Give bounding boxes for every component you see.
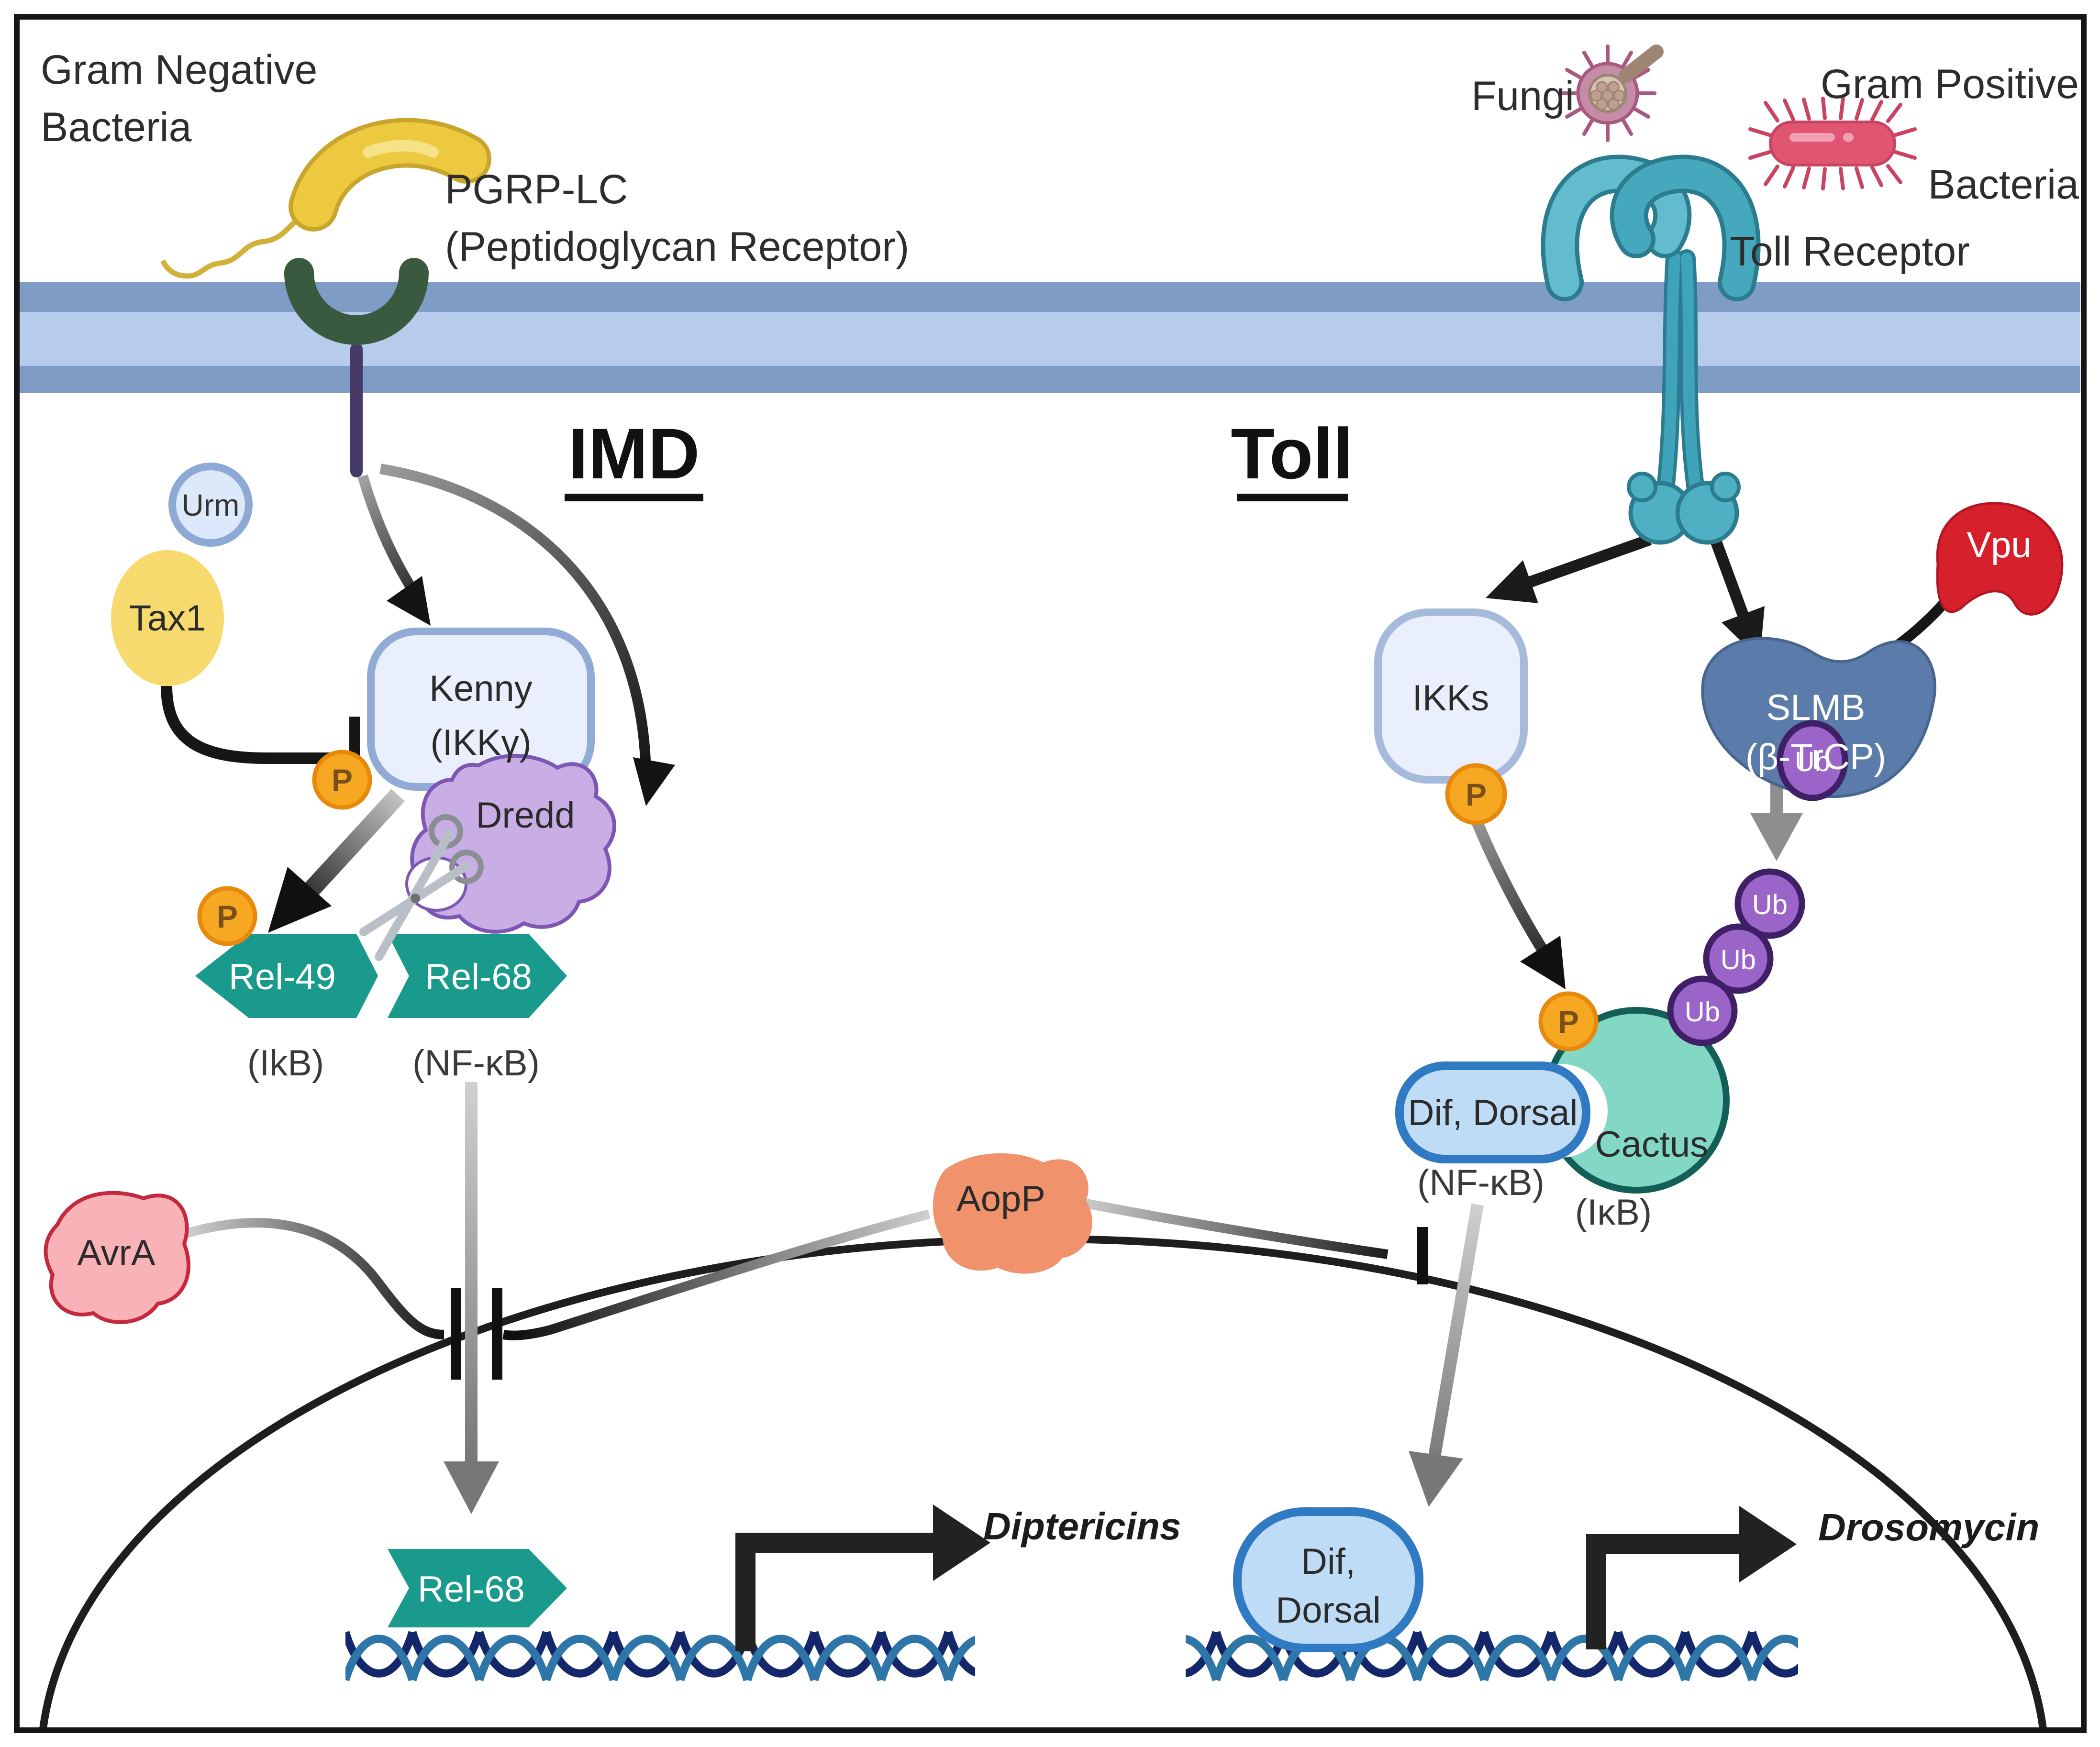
dredd-label: Dredd	[476, 795, 575, 836]
phospho-kenny-label: P	[332, 763, 353, 798]
dif-dorsal-sub-label: (NF-κB)	[1417, 1162, 1544, 1203]
gram-positive-label-line1: Gram Positive	[1821, 61, 2079, 107]
phospho-rel49-label: P	[217, 899, 238, 934]
phospho-rel49	[197, 886, 257, 946]
avra-label: AvrA	[77, 1233, 156, 1273]
phospho-cactus	[1538, 991, 1599, 1051]
gram-negative-label-line2: Bacteria	[41, 104, 192, 150]
ub-chain2-label: Ub	[1721, 944, 1756, 975]
dif-dorsal-box	[1395, 1061, 1590, 1163]
ikks-label: IKKs	[1412, 678, 1489, 719]
svg-text:Toll: Toll	[1231, 413, 1353, 494]
vpu-protein	[1936, 502, 2064, 616]
imd-title: IMD	[565, 413, 703, 501]
gram-negative-bacterium-icon	[160, 118, 491, 279]
urm-label: Urm	[182, 488, 240, 522]
diagram-frame	[14, 14, 2087, 1733]
ub-chain1-label: Ub	[1752, 889, 1788, 920]
drosomycin-transcription-arrow	[1586, 1506, 1797, 1649]
diptericins-label: Diptericins	[983, 1505, 1181, 1548]
phospho-ikks	[1445, 763, 1507, 825]
tax1-protein	[111, 550, 224, 686]
pgrp-lc-receptor	[284, 258, 429, 477]
rel68-nuclear-import-arrow	[444, 1082, 499, 1514]
kenny-label-line2: (IKKγ)	[430, 722, 531, 763]
pgrp-to-dredd-arrow	[379, 464, 675, 806]
avra-inhibits-rel68	[185, 1218, 461, 1380]
ubiquitin-chain	[1667, 720, 1848, 1046]
vpu-label: Vpu	[1967, 525, 2031, 565]
slmb-label-line2: (β-TrCP)	[1745, 737, 1886, 777]
phospho-ikks-label: P	[1466, 777, 1487, 812]
kenny-label-line1: Kenny	[429, 668, 533, 709]
gram-negative-label-line1: Gram Negative	[41, 47, 317, 93]
dif-dorsal-label: Dif, Dorsal	[1408, 1093, 1578, 1133]
kenny-to-rel49-arrow	[268, 789, 405, 933]
urm-protein	[168, 463, 253, 547]
gram-positive-label-line2: Bacteria	[1928, 162, 2079, 208]
aopp-label: AopP	[956, 1179, 1045, 1219]
svg-text:IMD: IMD	[568, 413, 700, 494]
phospho-group	[197, 750, 1599, 1051]
dif-dorsal-nuclear	[1233, 1507, 1423, 1652]
pgrp-to-kenny-arrow	[357, 474, 431, 626]
rel49-block	[195, 934, 378, 1018]
diptericins-transcription-arrow	[735, 1504, 990, 1651]
rel68-block	[388, 934, 567, 1018]
pgrp-label-line2: (Peptidoglycan Receptor)	[445, 224, 909, 270]
fungi-label: Fungi	[1471, 73, 1574, 119]
gram-positive-bacterium-icon	[1748, 97, 1917, 190]
dif-dorsal-nuclear-import-arrow	[1409, 1203, 1484, 1507]
slmb-protein	[1701, 637, 1936, 798]
tax1-label: Tax1	[129, 598, 206, 639]
dif-nuclear-label-line1: Dif,	[1301, 1541, 1356, 1582]
toll-receptor-label: Toll Receptor	[1730, 229, 1970, 275]
cactus-label: Cactus	[1595, 1124, 1709, 1165]
avra-protein	[44, 1191, 190, 1324]
rel68-nuclear-block	[388, 1549, 567, 1627]
pgrp-label-line1: PGRP-LC	[445, 166, 628, 212]
scissors-icon	[359, 814, 484, 961]
drosomycin-label: Drosomycin	[1818, 1506, 2039, 1548]
aopp-inhibits-dif-dorsal	[1076, 1197, 1428, 1284]
toll-receptor-icon	[1541, 155, 1761, 545]
fungi-icon	[1559, 44, 1664, 142]
ub-single-label: Ub	[1795, 746, 1830, 777]
aopp-protein	[933, 1153, 1092, 1274]
ub-chain3-label: Ub	[1685, 996, 1720, 1028]
phospho-cactus-label: P	[1558, 1004, 1579, 1039]
dif-nuclear-label-line2: Dorsal	[1276, 1590, 1381, 1631]
toll-title: Toll	[1231, 413, 1353, 501]
rel49-label: Rel-49	[229, 957, 336, 997]
cactus-sub-label: (IκB)	[1575, 1192, 1652, 1233]
toll-to-ikks-arrow	[1486, 534, 1652, 603]
slmb-label-line1: SLMB	[1767, 687, 1866, 728]
rel49-sub-label: (IkB)	[247, 1043, 324, 1084]
rel68-label: Rel-68	[425, 957, 532, 997]
rel68-sub-label: (NF-κB)	[412, 1043, 540, 1084]
rel68-nuclear-label: Rel-68	[418, 1569, 525, 1610]
phospho-kenny	[312, 750, 372, 810]
aopp-inhibits-rel68	[492, 1209, 931, 1380]
